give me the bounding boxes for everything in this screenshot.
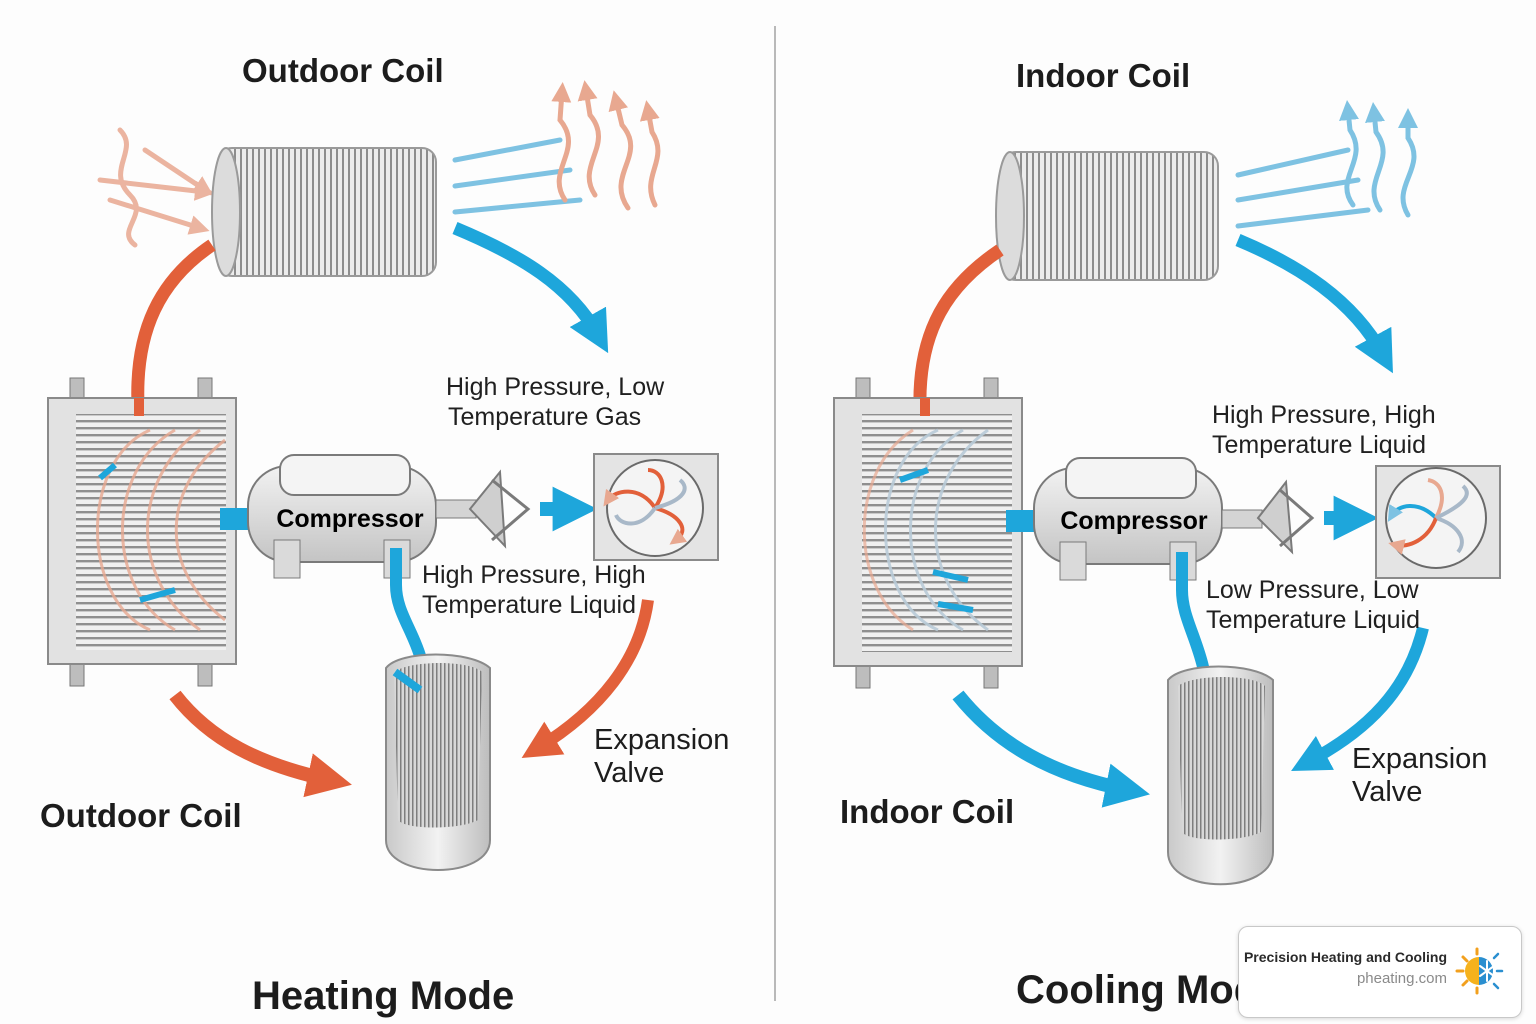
pressure-top-line-2: Temperature Gas — [448, 403, 642, 431]
mode-title: Heating Mode — [252, 974, 515, 1018]
heating-mode-panel: Compressor Outdoor Coil High Pressure, L… — [40, 52, 730, 1018]
fan-unit — [1375, 465, 1501, 579]
expansion-valve-line-2: Valve — [594, 757, 665, 789]
compressor: Compressor — [220, 454, 531, 579]
brand-url: pheating.com — [1356, 970, 1447, 987]
top-coil-label: Outdoor Coil — [242, 52, 444, 89]
receiver-tank — [385, 653, 491, 871]
bottom-coil-label: Outdoor Coil — [40, 797, 242, 834]
pressure-top-line-1: High Pressure, Low — [446, 373, 665, 401]
pressure-bottom-line-1: High Pressure, High — [422, 561, 646, 589]
incoming-air-arrows — [97, 127, 215, 248]
flow-arrow-hot-left — [131, 239, 216, 406]
outgoing-air-arrows — [452, 80, 661, 215]
compressor: Compressor — [1006, 457, 1315, 581]
expansion-valve-line-1: Expansion — [594, 724, 730, 756]
flow-arrow-hot-left — [913, 244, 1004, 409]
cooling-diagram: Compressor — [833, 100, 1501, 886]
pressure-top-line-1: High Pressure, High — [1212, 401, 1436, 429]
condenser-unit — [47, 377, 237, 687]
flow-arrow-hot-bottom-left — [169, 690, 352, 798]
brand-name: Precision Heating and Cooling — [1243, 949, 1447, 965]
bottom-coil-label: Indoor Coil — [840, 793, 1015, 830]
pressure-bottom-line-1: Low Pressure, Low — [1206, 576, 1419, 604]
fan-unit — [593, 453, 719, 561]
cooling-mode-panel: Compressor Indoor Coil High Pressure, Hi… — [768, 0, 1536, 1024]
flow-arrow-cold-expansion — [1291, 626, 1429, 772]
pressure-top-line-2: Temperature Liquid — [1212, 431, 1427, 459]
evaporator-unit — [833, 377, 1023, 689]
heating-diagram: Compressor — [47, 80, 719, 871]
outdoor-coil-cylinder — [211, 147, 437, 277]
expansion-valve-line-1: Expansion — [1352, 743, 1488, 775]
panel-divider — [774, 26, 776, 1001]
flow-arrow-cold-right — [1235, 234, 1393, 374]
mode-title: Cooling Mode — [1016, 968, 1281, 1012]
compressor-label: Compressor — [1060, 507, 1208, 535]
top-coil-label: Indoor Coil — [1016, 57, 1191, 94]
flow-arrow-cold-bottom-left — [952, 690, 1150, 808]
receiver-tank — [1167, 665, 1274, 886]
sun-snowflake-icon — [1455, 947, 1504, 995]
flow-arrow-hot-expansion — [521, 599, 654, 759]
brand-badge: Precision Heating and Cooling pheating.c… — [1238, 926, 1522, 1018]
compressor-label: Compressor — [276, 505, 424, 533]
expansion-valve-line-2: Valve — [1352, 776, 1423, 808]
outgoing-air-arrows — [1235, 100, 1418, 229]
indoor-coil-cylinder — [995, 151, 1219, 281]
flow-arrow-cold-right — [452, 221, 609, 354]
pressure-bottom-line-2: Temperature Liquid — [1206, 606, 1421, 634]
pressure-bottom-line-2: Temperature Liquid — [422, 591, 637, 619]
